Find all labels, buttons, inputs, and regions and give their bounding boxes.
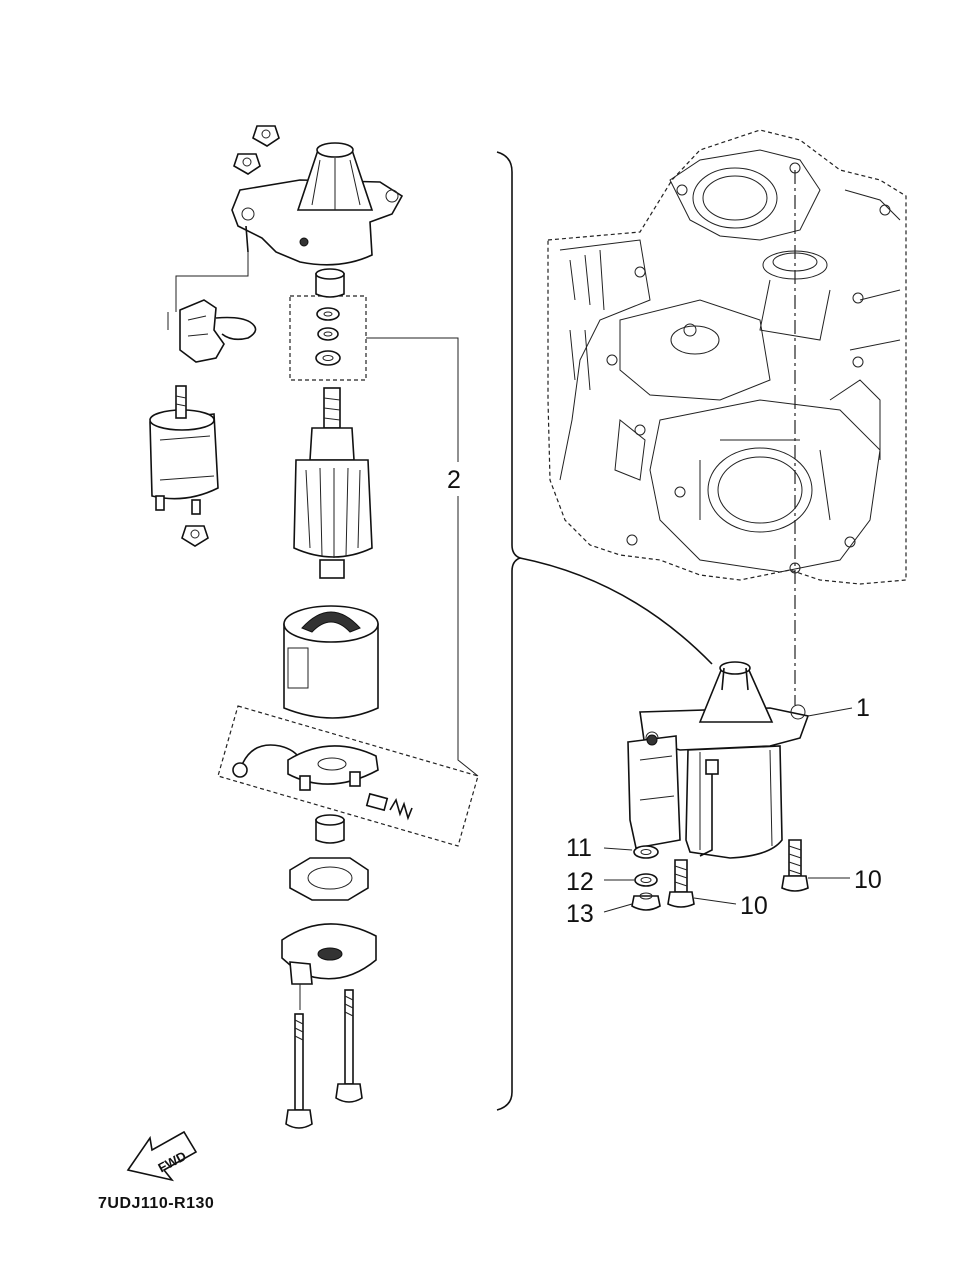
brush-and-spring [365,792,413,821]
shift-lever-bracket [167,299,257,363]
callout-1: 1 [856,694,870,722]
callout-2-leader [366,337,479,777]
yoke-field-frame [283,605,379,719]
washer-11 [633,845,659,859]
bushing-top [315,268,345,298]
armature [293,387,373,579]
brush-plate [289,857,369,901]
callout-13: 13 [566,900,594,928]
callout-11: 11 [566,834,592,862]
bracket-leader [519,557,713,665]
callout-1-leader [807,707,853,717]
top-nut-upper [252,125,280,147]
drive-end-housing [231,142,404,266]
callout-12: 12 [566,868,594,896]
callout-10a: 10 [740,892,768,920]
bushing-lower [315,814,345,844]
solenoid-terminal-nut [181,525,209,547]
callout-13-leader [603,903,633,913]
brush-holder-group [217,705,479,847]
callout-10b: 10 [854,866,882,894]
drawing-code: 7UDJ110-R130 [98,1195,214,1212]
engine-block-drawing [547,129,907,585]
through-bolt-right [335,989,363,1103]
brush-holder [232,744,379,791]
commutator-end-cover [281,923,377,985]
assembly-bracket [496,151,523,1111]
starter-motor-assembled [627,661,810,859]
spring-washer-12 [634,873,658,887]
top-nut-lower [233,153,261,175]
washer-kit-parts [315,307,341,366]
callout-2: 2 [447,466,461,494]
mounting-bolt-10-right [781,839,809,892]
callout-10a-leader [693,897,737,905]
housing-solenoid-link [175,252,249,312]
through-bolt-left [285,1013,313,1129]
fwd-arrow-icon: FWD [126,1130,198,1182]
magnetic-switch-solenoid [149,385,219,515]
callout-11-leader [603,847,633,851]
mounting-bolt-10-center [667,859,695,908]
nut-13 [631,892,661,911]
